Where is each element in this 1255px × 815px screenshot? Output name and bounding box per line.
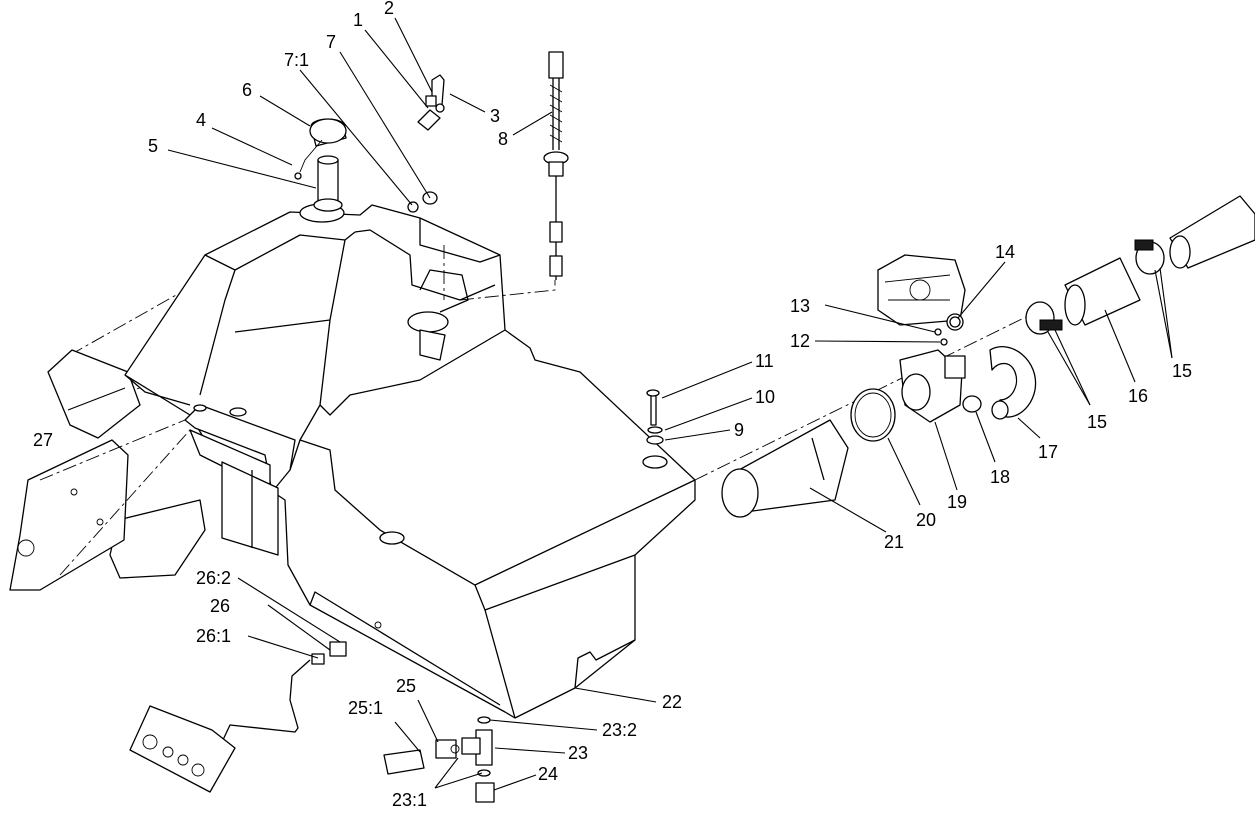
callout-15a: 15 — [1172, 361, 1192, 381]
callout-13: 13 — [790, 296, 810, 316]
callout-3: 3 — [490, 106, 500, 126]
callout-labels: 1 2 3 4 5 6 7 7:1 8 9 10 11 12 13 14 15 … — [33, 0, 1192, 810]
callout-25: 25 — [396, 676, 416, 696]
vent-assembly — [417, 74, 445, 131]
callout-21: 21 — [884, 532, 904, 552]
callout-10: 10 — [755, 387, 775, 407]
mount-hardware — [646, 389, 664, 445]
callout-18: 18 — [990, 467, 1010, 487]
callout-26-2: 26:2 — [196, 568, 231, 588]
callout-9: 9 — [734, 420, 744, 440]
callout-17: 17 — [1038, 442, 1058, 462]
callout-23-2: 23:2 — [602, 720, 637, 740]
callout-26: 26 — [210, 596, 230, 616]
callout-23-1: 23:1 — [392, 790, 427, 810]
filler-assembly — [294, 118, 438, 213]
callout-16: 16 — [1128, 386, 1148, 406]
callout-24: 24 — [538, 764, 558, 784]
drain-assembly — [383, 716, 495, 803]
callout-12: 12 — [790, 331, 810, 351]
leader-lines — [67, 17, 1173, 791]
callout-15b: 15 — [1087, 412, 1107, 432]
callout-8: 8 — [498, 129, 508, 149]
callout-27: 27 — [33, 430, 53, 450]
fuel-sender — [543, 51, 569, 280]
callout-7: 7 — [326, 32, 336, 52]
callout-20: 20 — [916, 510, 936, 530]
callout-11: 11 — [755, 351, 774, 371]
pump-assembly — [721, 195, 1255, 518]
callout-6: 6 — [242, 80, 252, 100]
gauge-panel — [129, 641, 347, 793]
callout-26-1: 26:1 — [196, 626, 231, 646]
callout-7-1: 7:1 — [284, 50, 309, 70]
callout-4: 4 — [196, 110, 206, 130]
callout-19: 19 — [947, 492, 967, 512]
callout-25-1: 25:1 — [348, 698, 383, 718]
callout-22: 22 — [662, 692, 682, 712]
callout-2: 2 — [384, 0, 394, 18]
callout-14: 14 — [995, 242, 1015, 262]
callout-5: 5 — [148, 136, 158, 156]
machine-frame — [9, 289, 301, 591]
frame-bracket — [9, 439, 129, 591]
callout-23: 23 — [568, 743, 588, 763]
callout-1: 1 — [353, 10, 363, 30]
